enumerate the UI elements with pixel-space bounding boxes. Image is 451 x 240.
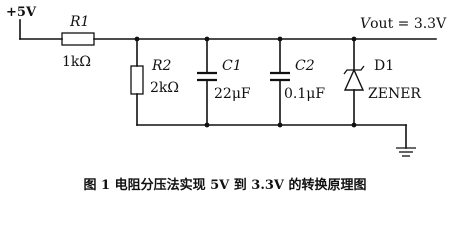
circuit-figure: +5V R1 1kΩ Vout = 3.3V R2 2kΩ C1 22μF C2… [6, 5, 448, 193]
junction-c1-bottom [204, 122, 210, 128]
r1-ref: R1 [69, 14, 89, 30]
r1-value: 1kΩ [62, 54, 91, 70]
d1-triangle [343, 68, 365, 91]
r2-ref: R2 [151, 58, 172, 74]
vout-text: out = 3.3V [370, 16, 447, 32]
c2-ref: C2 [295, 58, 315, 74]
r1-resistor [61, 32, 95, 46]
zener-diode [343, 38, 365, 126]
r2-resistor [130, 65, 144, 95]
source-label: +5V [6, 5, 37, 20]
schematic: +5V R1 1kΩ Vout = 3.3V R2 2kΩ C1 22μF C2… [6, 5, 447, 193]
junction-c2-bottom [277, 122, 283, 128]
source-terminal [19, 19, 63, 40]
vout-symbol: V [360, 16, 372, 32]
ground-icon [396, 124, 416, 157]
junction-d1-bottom [351, 122, 357, 128]
figure-caption: 图 1 电阻分压法实现 5V 到 3.3V 的转换原理图 [83, 177, 366, 193]
c1-value: 22μF [214, 86, 251, 102]
vout-label: Vout = 3.3V [360, 16, 447, 32]
c2-value: 0.1μF [284, 86, 325, 102]
c1-ref: C1 [222, 58, 242, 74]
r2-value: 2kΩ [150, 80, 179, 96]
d1-ref: D1 [374, 58, 394, 74]
d1-type: ZENER [368, 86, 421, 102]
